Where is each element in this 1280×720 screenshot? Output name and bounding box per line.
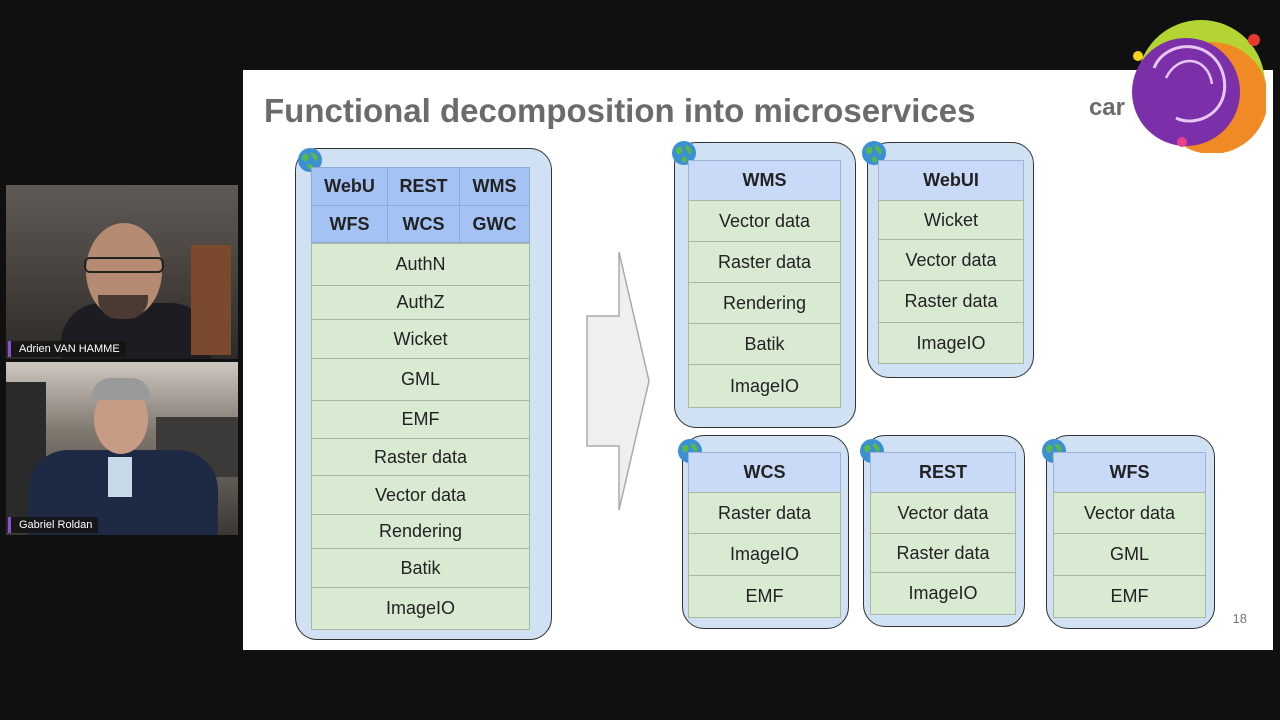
page-number: 18 [1232, 611, 1247, 626]
service-module: Vector data [1053, 492, 1206, 534]
globe-icon [862, 141, 886, 165]
service-module: ImageIO [878, 322, 1024, 364]
service-module: Raster data [870, 533, 1016, 573]
conference-logo [1132, 20, 1266, 153]
right-arrow-icon [586, 251, 650, 511]
module-authz: AuthZ [311, 285, 530, 320]
service-module: Wicket [878, 200, 1024, 240]
module-batik: Batik [311, 548, 530, 588]
service-module: ImageIO [870, 572, 1016, 615]
service-module: Vector data [688, 200, 841, 242]
service-module: Vector data [878, 239, 1024, 281]
module-emf: EMF [311, 400, 530, 439]
globe-icon [298, 148, 322, 172]
service-module: Vector data [870, 492, 1016, 534]
service-module: EMF [1053, 575, 1206, 618]
module-wicket: Wicket [311, 319, 530, 359]
service-module: Raster data [878, 280, 1024, 323]
module-raster-data: Raster data [311, 438, 530, 476]
participant-video [6, 185, 238, 359]
service-module: Rendering [688, 282, 841, 324]
brand-text: car [1088, 94, 1125, 121]
service-title: WMS [688, 160, 841, 201]
participant-tile[interactable]: Adrien VAN HAMME [6, 185, 238, 359]
service-title: REST [870, 452, 1016, 493]
participant-name: Gabriel Roldan [8, 517, 99, 533]
protocol-webui: WebU [311, 167, 388, 206]
module-rendering: Rendering [311, 514, 530, 549]
service-module: EMF [688, 575, 841, 618]
module-gml: GML [311, 358, 530, 401]
protocol-wcs: WCS [387, 205, 460, 243]
slide-title: Functional decomposition into microservi… [264, 92, 976, 129]
protocol-wms: WMS [459, 167, 530, 206]
service-module: ImageIO [688, 533, 841, 576]
service-title: WFS [1053, 452, 1206, 493]
participant-tile[interactable]: Gabriel Roldan [6, 362, 238, 535]
protocol-gwc: GWC [459, 205, 530, 243]
protocol-wfs: WFS [311, 205, 388, 243]
service-module: Raster data [688, 492, 841, 534]
service-module: Batik [688, 323, 841, 365]
participant-video [6, 362, 238, 535]
module-vector-data: Vector data [311, 475, 530, 515]
module-authn: AuthN [311, 243, 530, 286]
service-module: Raster data [688, 241, 841, 283]
service-title: WCS [688, 452, 841, 493]
globe-icon [672, 141, 696, 165]
participant-name: Adrien VAN HAMME [8, 341, 126, 357]
service-module: GML [1053, 533, 1206, 576]
module-imageio: ImageIO [311, 587, 530, 630]
service-module: ImageIO [688, 364, 841, 408]
service-title: WebUI [878, 160, 1024, 201]
protocol-rest: REST [387, 167, 460, 206]
